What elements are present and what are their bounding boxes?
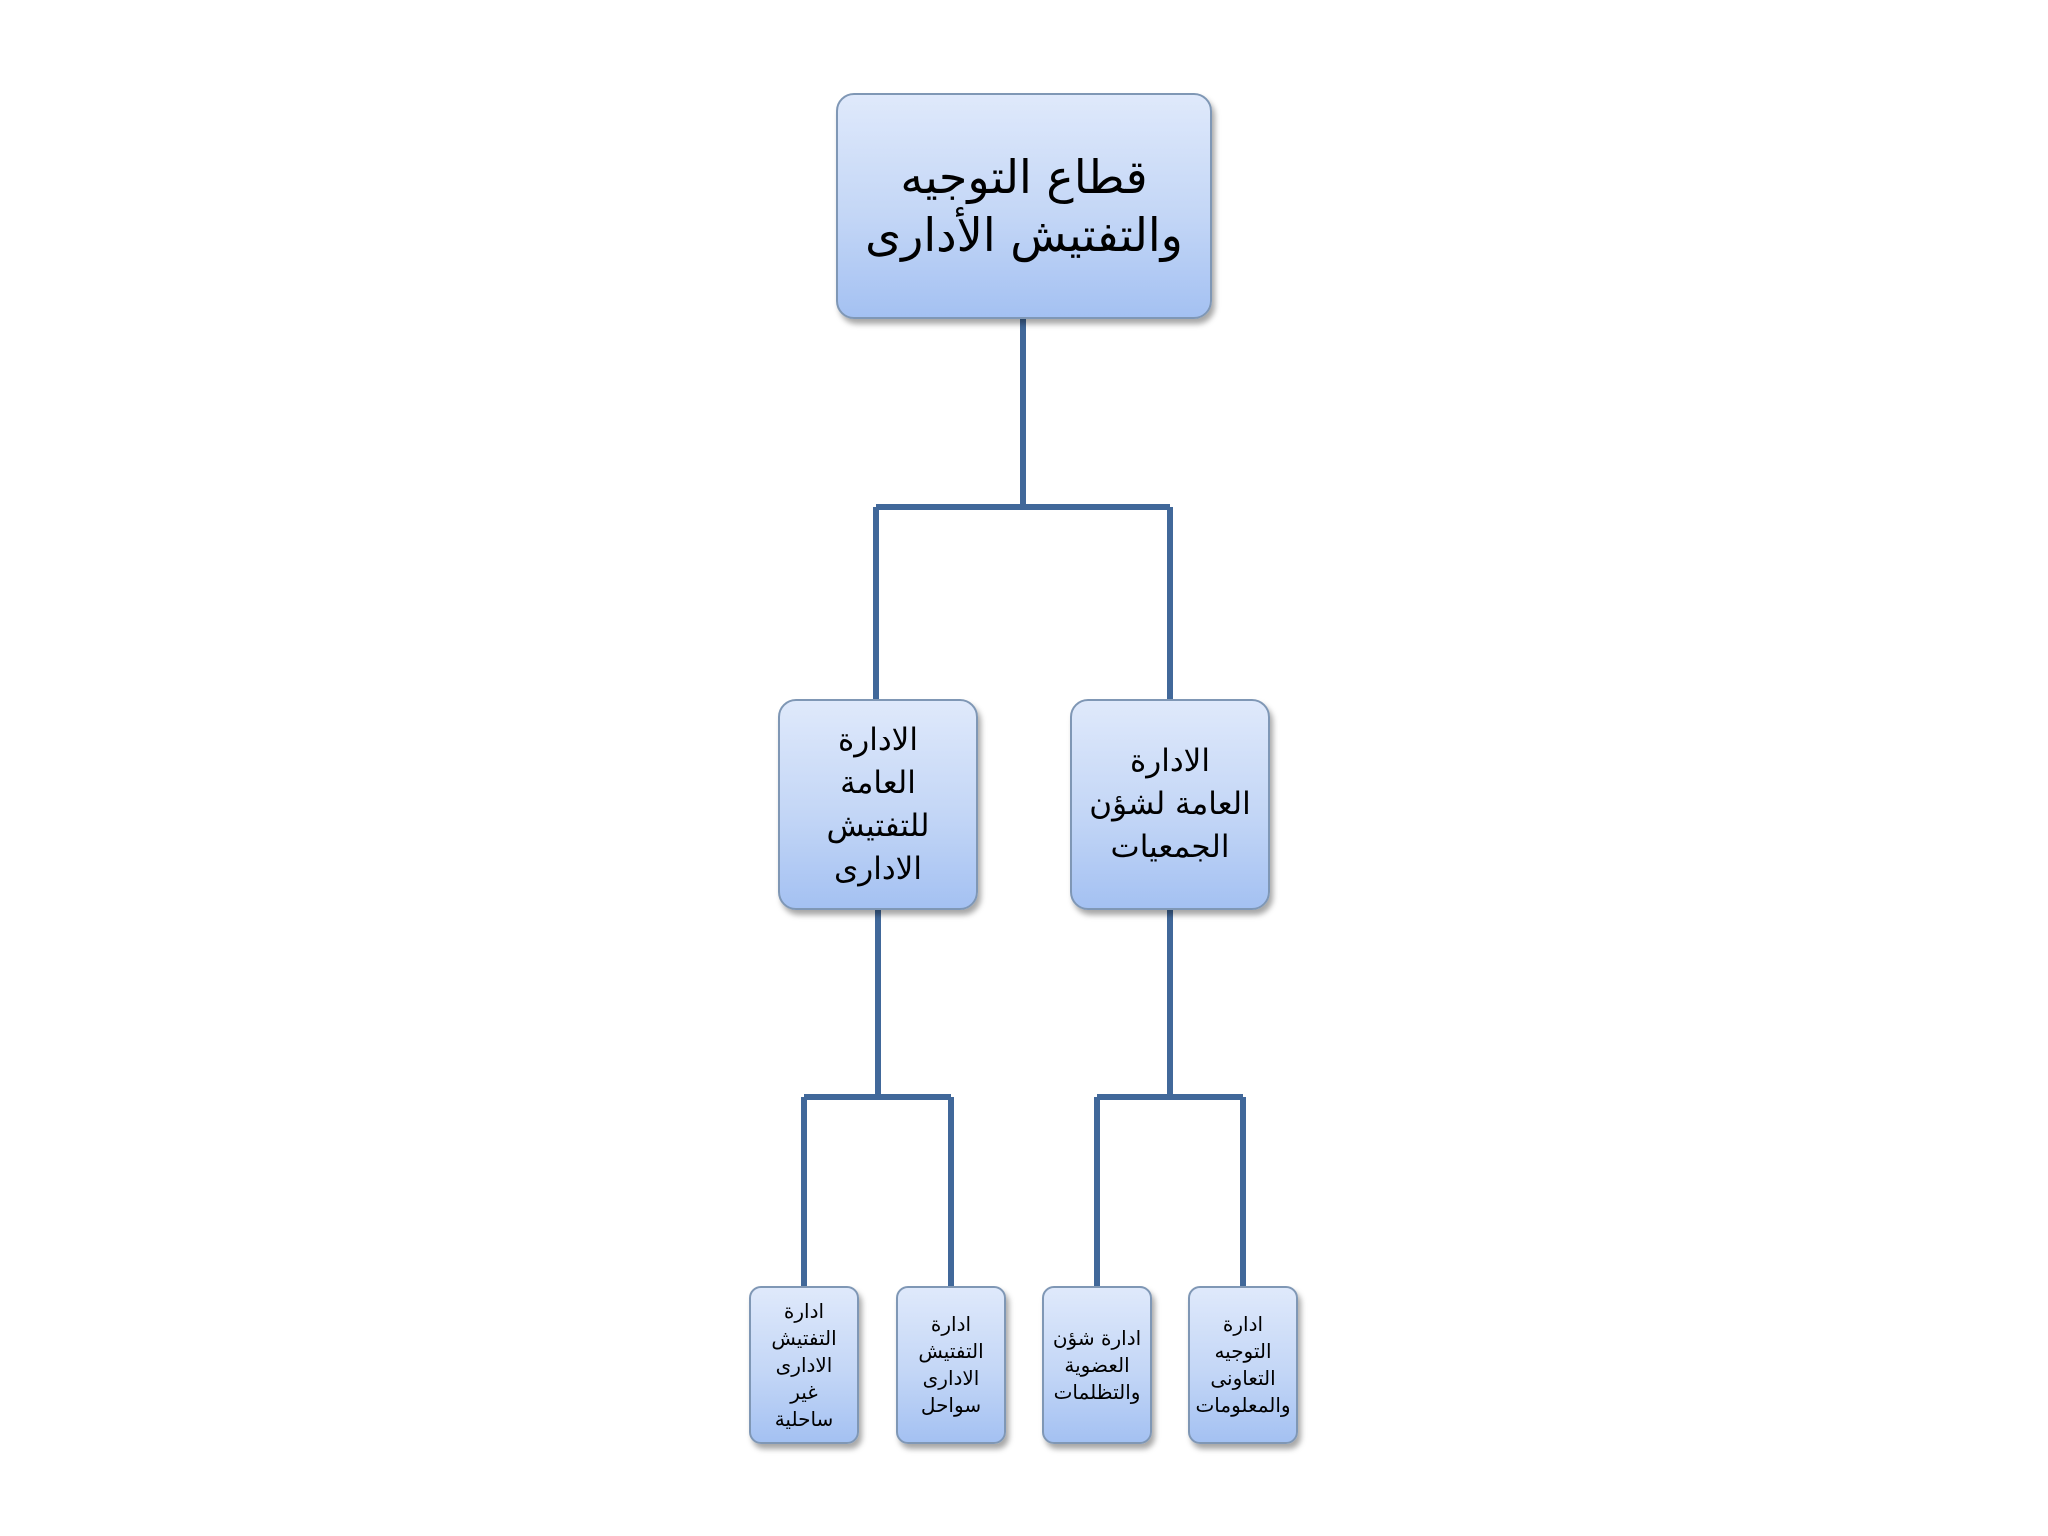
node-cooperative-guidance-info: ادارة التوجيه التعاونى والمعلومات: [1188, 1286, 1298, 1444]
node-label: الادارة العامة لشؤن الجمعيات: [1089, 743, 1251, 865]
node-label: الادارة العامة للتفتيش الادارى: [826, 721, 930, 887]
connector-root: [873, 319, 1173, 699]
connector-right: [1094, 910, 1246, 1286]
node-label: ادارة التوجيه التعاونى والمعلومات: [1195, 1312, 1291, 1417]
connector-left: [801, 910, 954, 1286]
node-inspection-coastal: ادارة التفتيش الادارى سواحل: [896, 1286, 1006, 1444]
node-label: ادارة شؤن العضوية والتظلمات: [1052, 1325, 1142, 1404]
node-membership-grievances: ادارة شؤن العضوية والتظلمات: [1042, 1286, 1152, 1444]
node-inspection-non-coastal: ادارة التفتيش الادارى غير ساحلية: [749, 1286, 859, 1444]
node-label: ادارة التفتيش الادارى غير ساحلية: [771, 1298, 837, 1431]
node-general-admin-associations: الادارة العامة لشؤن الجمعيات: [1070, 699, 1270, 910]
node-general-admin-inspection: الادارة العامة للتفتيش الادارى: [778, 699, 978, 910]
node-root-sector: قطاع التوجيه والتفتيش الأدارى: [836, 93, 1212, 319]
node-label: قطاع التوجيه والتفتيش الأدارى: [865, 150, 1183, 262]
node-label: ادارة التفتيش الادارى سواحل: [918, 1312, 984, 1417]
